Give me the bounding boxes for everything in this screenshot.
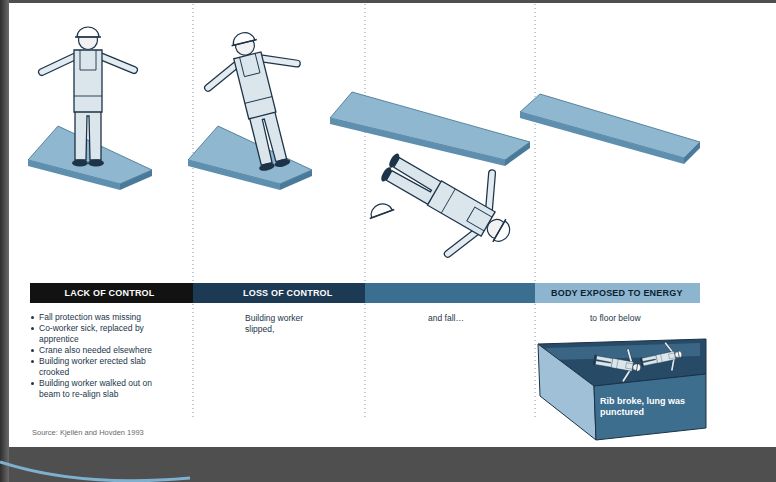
- bullet-dot: [31, 316, 34, 319]
- phase-band: LACK OF CONTROL: [30, 283, 193, 303]
- slab-end: [505, 142, 530, 166]
- box-left-wall: [538, 344, 596, 440]
- cause-item: Co-worker sick, replaced by apprentice: [30, 323, 165, 345]
- slab: [188, 126, 312, 190]
- worker-slipping: [197, 22, 320, 180]
- slide-swoosh: [0, 462, 190, 481]
- cause-text: Co-worker sick, replaced by apprentice: [39, 323, 144, 344]
- cause-item: Fall protection was missing: [30, 312, 165, 323]
- bullet-dot: [31, 327, 34, 330]
- box-outline: [536, 336, 708, 442]
- injury-text: Rib broke, lung was punctured: [600, 396, 700, 418]
- phase-title: LOSS OF CONTROL: [243, 288, 333, 298]
- cause-item: Crane also needed elsewhere: [30, 345, 165, 356]
- bullet-dot: [31, 360, 34, 363]
- slab-end: [684, 142, 700, 164]
- fallen-worker: [591, 340, 685, 383]
- cause-text: Building worker walked out on beam to re…: [39, 378, 152, 399]
- timeline-band: [365, 283, 535, 303]
- white-panel: [9, 3, 776, 447]
- bullet-dot: [31, 349, 34, 352]
- phase-title: LACK OF CONTROL: [65, 288, 155, 298]
- bullet-dot: [31, 382, 34, 385]
- stage-note: to floor below: [590, 313, 690, 324]
- phase-title: BODY EXPOSED TO ENERGY: [551, 288, 683, 298]
- stage-note: and fall…: [428, 313, 518, 324]
- helmet-brim: [370, 210, 394, 219]
- source-note: Source: Kjellén and Hovden 1993: [32, 428, 292, 437]
- stage-note: Building worker slipped,: [245, 313, 327, 335]
- cause-item: Building worker erected slab crooked: [30, 356, 165, 378]
- slab-top: [188, 126, 312, 184]
- slide-edge: [0, 0, 9, 482]
- fallen-worker: [638, 340, 685, 376]
- fallen-worker: [591, 344, 643, 383]
- slab-end: [280, 170, 312, 190]
- phase-band: LOSS OF CONTROL: [193, 283, 365, 303]
- slab-side: [520, 112, 684, 164]
- slab-side: [330, 118, 505, 166]
- slab-top: [520, 94, 700, 158]
- phase-band: BODY EXPOSED TO ENERGY: [535, 283, 700, 303]
- box-front-wall: [594, 374, 706, 440]
- cause-text: Building worker erected slab crooked: [39, 356, 146, 377]
- cause-text: Crane also needed elsewhere: [39, 345, 152, 355]
- slab: [330, 92, 530, 166]
- loose-helmet: [366, 200, 394, 218]
- floor-box: Rib broke, lung was punctured: [536, 336, 708, 442]
- divider-line: [365, 4, 366, 420]
- stage-dividers: [193, 4, 535, 420]
- slab-end: [120, 170, 152, 190]
- divider-line: [535, 4, 536, 420]
- divider-line: [193, 4, 194, 420]
- slab: [520, 94, 700, 164]
- worker-standing: [42, 27, 134, 167]
- cause-list: Fall protection was missingCo-worker sic…: [30, 312, 165, 400]
- cause-item: Building worker walked out on beam to re…: [30, 378, 165, 400]
- cause-text: Fall protection was missing: [39, 312, 141, 322]
- worker-falling: [364, 126, 531, 275]
